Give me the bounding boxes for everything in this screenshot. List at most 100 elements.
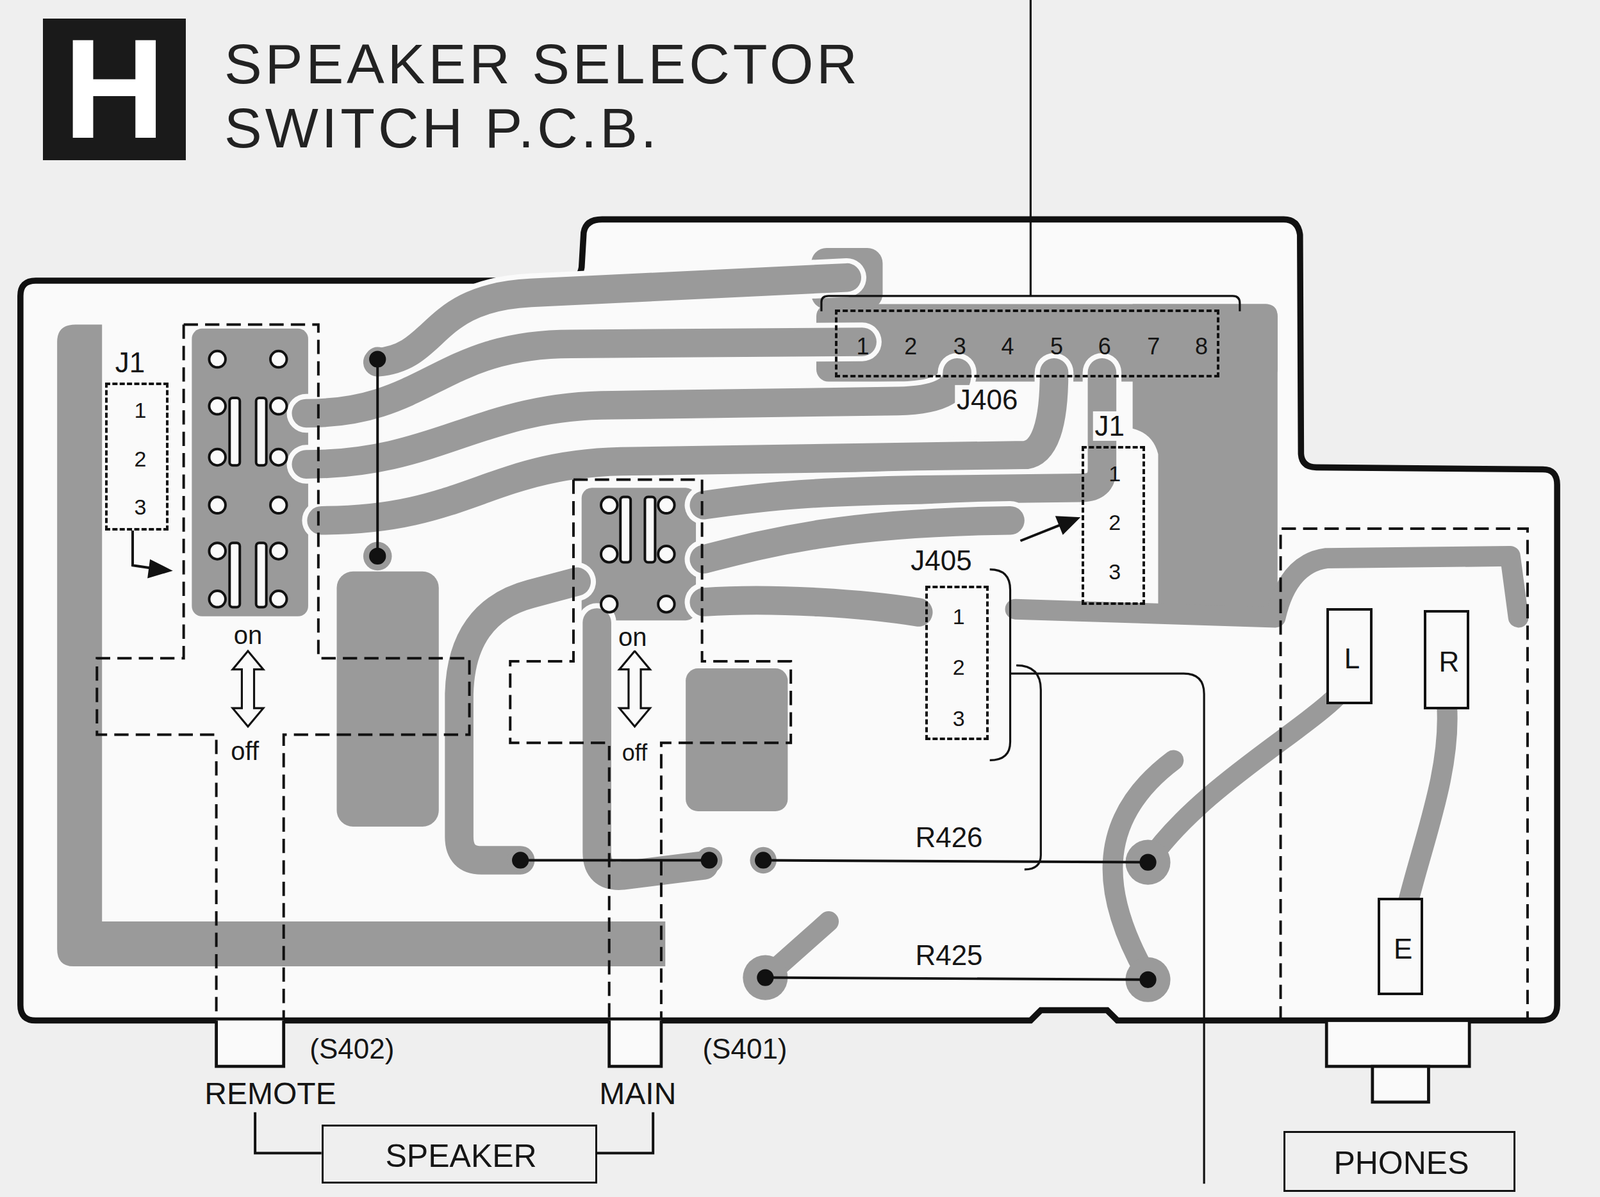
switch-contact	[229, 397, 240, 466]
connector-j1: J1123	[1081, 445, 1146, 605]
speaker-bracket	[255, 1112, 322, 1154]
pin-number: 1	[950, 605, 967, 629]
component-lead	[1140, 855, 1155, 870]
copper-pour	[581, 487, 696, 621]
copper-trace	[704, 372, 1103, 505]
phone-pad: R	[1423, 610, 1470, 710]
copper-trace	[597, 622, 705, 876]
switch-contact	[270, 449, 287, 466]
component-lead	[520, 858, 710, 862]
pin-number: 1	[132, 399, 149, 423]
switch-knob	[216, 1020, 284, 1067]
copper-trace	[1148, 681, 1350, 863]
switch-contact	[270, 542, 287, 559]
on-off-arrow	[232, 651, 264, 727]
switch-contact	[601, 595, 618, 612]
group-label-box: SPEAKER	[321, 1124, 598, 1184]
switch-contact	[270, 497, 287, 514]
connector-label: J406	[954, 384, 1020, 414]
switch-contact	[208, 449, 225, 466]
pointer-arrow	[1057, 517, 1078, 533]
pin-number: 3	[951, 334, 969, 359]
wire	[821, 0, 1240, 1184]
switch-contact	[270, 397, 287, 414]
pin-number: 3	[132, 495, 149, 520]
switch-position: off	[620, 740, 650, 766]
switch-outline	[183, 324, 470, 1021]
switch-outline	[573, 479, 791, 1021]
jack-label-box: PHONES	[1283, 1130, 1516, 1193]
copper-trace	[1113, 759, 1174, 978]
pin-number: 1	[854, 334, 871, 359]
switch-knob	[216, 1020, 1470, 1102]
copper-pour	[1132, 304, 1278, 620]
copper-trace	[597, 622, 705, 876]
copper-trace	[704, 600, 919, 613]
pin-number: 2	[132, 448, 149, 472]
pin-number: 1	[1106, 462, 1123, 486]
speaker-bracket	[597, 1112, 654, 1154]
component-lead	[765, 977, 1148, 980]
switch-contact	[270, 590, 287, 607]
pin-number: 4	[998, 334, 1016, 359]
switch-contact	[620, 497, 631, 563]
switch-name: REMOTE	[202, 1077, 338, 1110]
connector-label: J1	[1093, 411, 1127, 441]
connector-j405: J405123	[925, 585, 989, 741]
switch-contact	[208, 590, 225, 607]
pointer-arrow	[132, 517, 1078, 577]
copper-trace	[1403, 706, 1447, 919]
on-off-arrow	[619, 651, 651, 727]
wire	[1016, 665, 1041, 869]
copper-trace	[459, 581, 577, 861]
switch-contact	[229, 542, 240, 607]
switch-outline	[510, 479, 609, 1021]
switch-contact	[256, 397, 267, 466]
switch-contact	[658, 545, 675, 562]
switch-contact	[658, 595, 675, 612]
pad-label: E	[1391, 934, 1415, 964]
copper-trace	[306, 277, 1519, 978]
connector-label: J1	[113, 347, 147, 378]
switch-position: on	[616, 623, 650, 651]
copper-pour	[685, 668, 788, 812]
switch-outline	[96, 324, 216, 1021]
connector-j406: 12345678J406	[834, 309, 1220, 379]
component-lead	[513, 852, 528, 867]
pin-number: 5	[1048, 334, 1065, 359]
wire	[989, 569, 1011, 761]
pointer-arrow	[149, 561, 170, 577]
connector-j1: J1123	[105, 382, 169, 531]
pointer-arrow	[1020, 524, 1062, 541]
switch-knob	[609, 1020, 662, 1067]
copper-trace	[1015, 556, 1519, 618]
switch-outline	[1280, 528, 1528, 1021]
switch-contact	[601, 497, 618, 514]
switch-contact	[256, 542, 267, 607]
component-lead	[758, 970, 773, 985]
pin-number: 2	[950, 656, 967, 680]
pin-number: 2	[1106, 511, 1123, 535]
group-label: SPEAKER	[383, 1139, 539, 1174]
phone-pad: L	[1326, 608, 1373, 705]
section-letter: H	[61, 15, 168, 164]
wire	[1029, 0, 1032, 297]
pin-number: 6	[1096, 334, 1114, 359]
component-lead	[763, 859, 1148, 862]
switch-contact	[644, 497, 655, 563]
switch-contact	[208, 542, 225, 559]
copper-trace	[459, 581, 577, 861]
pin-number: 8	[1193, 334, 1210, 359]
component-lead	[370, 351, 385, 366]
pin-number: 3	[1106, 560, 1123, 584]
switch-position: off	[228, 737, 261, 765]
component-lead	[370, 351, 1156, 987]
switch-contact	[208, 397, 225, 414]
copper-pour	[337, 571, 439, 827]
phone-pad: E	[1377, 897, 1424, 995]
switch-contact	[208, 351, 675, 613]
diagram-title: SPEAKER SELECTOR SWITCH P.C.B.	[224, 32, 930, 161]
